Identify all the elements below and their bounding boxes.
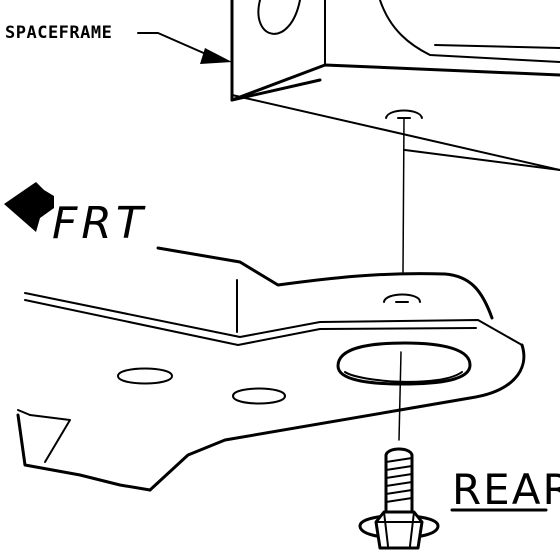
leader-arrowhead-icon xyxy=(200,48,232,64)
rear-label: REAR xyxy=(452,465,560,514)
bracket xyxy=(16,246,526,492)
spaceframe-leader-line xyxy=(137,32,216,59)
spaceframe-structure xyxy=(230,0,560,171)
upper-alignment-line xyxy=(402,117,405,273)
lower-alignment-line xyxy=(398,351,402,441)
flange-bolt-icon xyxy=(358,447,440,550)
upper-mounting-hole xyxy=(385,109,423,119)
front-indicator: FRT xyxy=(4,182,147,249)
front-label: FRT xyxy=(52,198,147,249)
rear-indicator: REAR xyxy=(450,465,560,514)
arrow-left-icon xyxy=(4,182,54,232)
spaceframe-callout: SPACEFRAME xyxy=(5,23,232,64)
spaceframe-label: SPACEFRAME xyxy=(5,23,112,43)
